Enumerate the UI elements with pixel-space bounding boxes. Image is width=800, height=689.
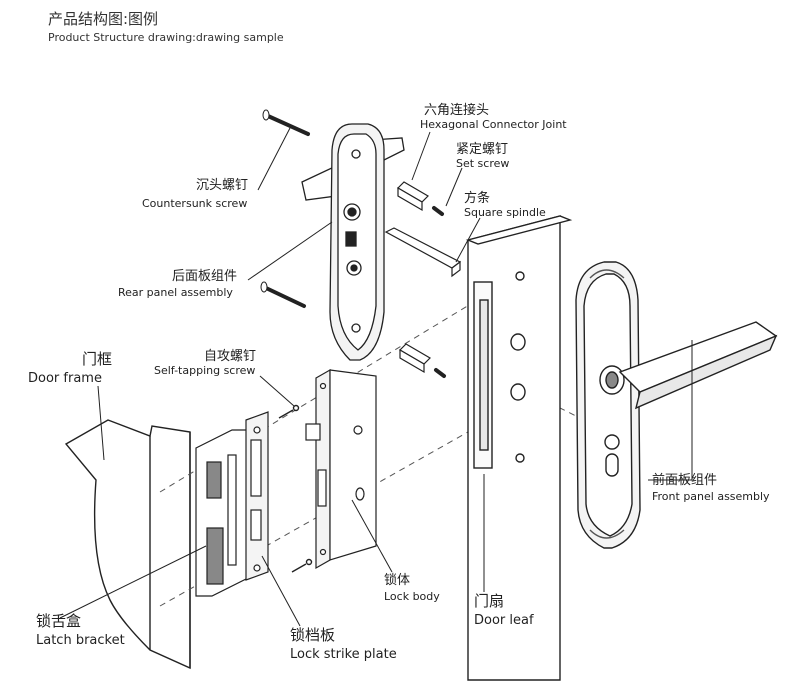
label-countersunk: 沉头螺钉 Countersunk screw — [142, 178, 248, 210]
countersunk-cn: 沉头螺钉 — [196, 178, 248, 193]
square-spindle — [384, 227, 462, 278]
label-door-leaf: 门扇 Door leaf — [474, 592, 534, 628]
lock-strike-plate — [245, 411, 269, 581]
square-spindle-en: Square spindle — [464, 206, 546, 219]
self-tapping-screws — [278, 404, 313, 573]
front-panel-cn: 前面板组件 — [652, 472, 717, 488]
door-leaf-cn: 门扇 — [474, 592, 504, 610]
label-rear-panel: 后面板组件 Rear panel assembly — [118, 269, 237, 299]
square-spindle-cn: 方条 — [464, 190, 490, 206]
self-tapping-cn: 自攻螺钉 — [204, 349, 256, 364]
countersunk-screws — [264, 114, 310, 308]
rear-panel-cn: 后面板组件 — [172, 269, 237, 284]
title-en: Product Structure drawing:drawing sample — [48, 31, 284, 44]
strike-plate-cn: 锁档板 — [290, 626, 335, 644]
leader-lines — [59, 127, 693, 627]
latch-bracket — [195, 429, 249, 597]
label-hex-joint: 六角连接头 Hexagonal Connector Joint — [420, 102, 567, 131]
latch-bracket-cn: 锁舌盒 — [36, 612, 81, 630]
strike-plate-en: Lock strike plate — [290, 647, 397, 662]
rear-panel-en: Rear panel assembly — [118, 286, 233, 299]
door-leaf — [465, 215, 573, 681]
countersunk-en: Countersunk screw — [142, 197, 247, 210]
label-set-screw: 紧定螺钉 Set screw — [456, 142, 509, 170]
door-frame-en: Door frame — [28, 371, 102, 386]
door-leaf-en: Door leaf — [474, 613, 534, 628]
label-latch-bracket: 锁舌盒 Latch bracket — [36, 612, 125, 648]
door-frame-cn: 门框 — [82, 350, 112, 368]
rear-panel-assembly — [301, 123, 405, 361]
hex-joint-cn: 六角连接头 — [424, 102, 489, 118]
front-panel-en: Front panel assembly — [652, 490, 770, 503]
label-strike-plate: 锁档板 Lock strike plate — [290, 626, 397, 662]
latch-bracket-en: Latch bracket — [36, 633, 125, 648]
label-lock-body: 锁体 Lock body — [384, 572, 440, 603]
lock-body-cn: 锁体 — [384, 572, 410, 588]
lock-body-en: Lock body — [384, 590, 440, 603]
hex-joint-en: Hexagonal Connector Joint — [420, 118, 567, 131]
set-screws — [432, 206, 446, 378]
hex-connector-joints — [397, 181, 431, 374]
label-self-tapping: 自攻螺钉 Self-tapping screw — [154, 349, 256, 377]
label-square-spindle: 方条 Square spindle — [464, 190, 546, 219]
front-panel-assembly — [575, 261, 778, 549]
self-tapping-en: Self-tapping screw — [154, 364, 255, 377]
label-front-panel: 前面板组件 Front panel assembly — [652, 472, 770, 503]
door-frame — [64, 419, 191, 670]
title-cn: 产品结构图:图例 — [48, 10, 159, 28]
label-door-frame: 门框 Door frame — [28, 350, 112, 386]
set-screw-cn: 紧定螺钉 — [456, 142, 508, 157]
set-screw-en: Set screw — [456, 157, 509, 170]
lock-body — [305, 368, 377, 570]
